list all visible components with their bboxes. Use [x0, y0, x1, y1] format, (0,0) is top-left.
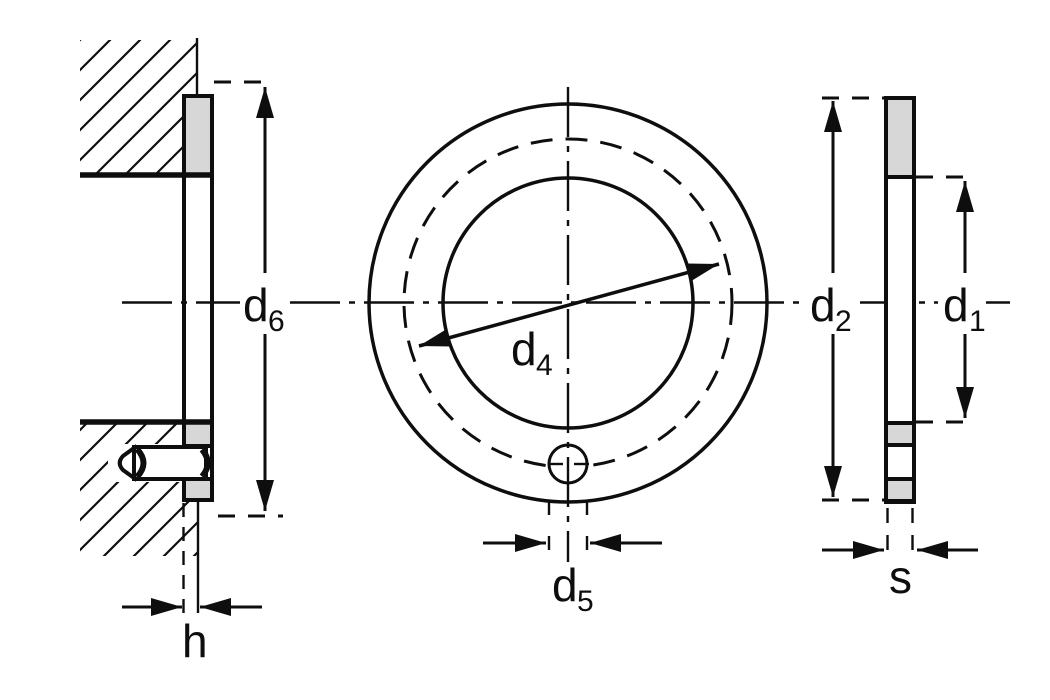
label-h: h — [182, 615, 208, 667]
profile-upper-gray-section — [884, 96, 916, 179]
spring-plunger — [117, 444, 211, 482]
label-d5: d — [552, 559, 578, 611]
dimension-d2: d 2 — [810, 96, 884, 502]
d4-diameter-arrow — [418, 262, 720, 348]
plunger-cone-tip — [117, 444, 136, 482]
label-d2: d — [810, 279, 836, 331]
profile-view — [884, 96, 916, 504]
washer-upper-gray-section — [182, 94, 214, 177]
label-d2-subscript: 2 — [835, 305, 852, 338]
label-d4: d — [511, 323, 537, 375]
dimension-d4: d 4 — [418, 262, 720, 382]
housing-upper-hatch — [80, 40, 197, 175]
label-d1: d — [943, 279, 969, 331]
profile-mid-gray-section — [884, 421, 916, 447]
label-d6-subscript: 6 — [268, 305, 285, 338]
profile-bottom-gray-section — [884, 477, 916, 503]
label-d4-subscript: 4 — [536, 349, 553, 382]
dimension-s: s — [822, 508, 978, 603]
dimension-d5: d 5 — [483, 501, 662, 618]
dimension-d6: d 6 — [214, 80, 285, 518]
plunger-spring-seat-arc — [134, 446, 147, 480]
washer-lower-gray-section — [182, 420, 214, 448]
housing-lower-hatch — [80, 422, 198, 556]
label-d5-subscript: 5 — [577, 585, 594, 618]
left-view-installed-section — [80, 38, 214, 556]
label-d6: d — [243, 279, 269, 331]
washer-cross-section — [182, 94, 214, 502]
label-d1-subscript: 1 — [969, 305, 986, 338]
plunger-ball-arc — [199, 447, 211, 479]
dimension-d1: d 1 — [916, 175, 986, 424]
dimension-h: h — [122, 500, 262, 667]
washer-bottom-gray-section — [182, 477, 214, 502]
front-view — [367, 87, 769, 562]
label-s: s — [889, 551, 912, 603]
